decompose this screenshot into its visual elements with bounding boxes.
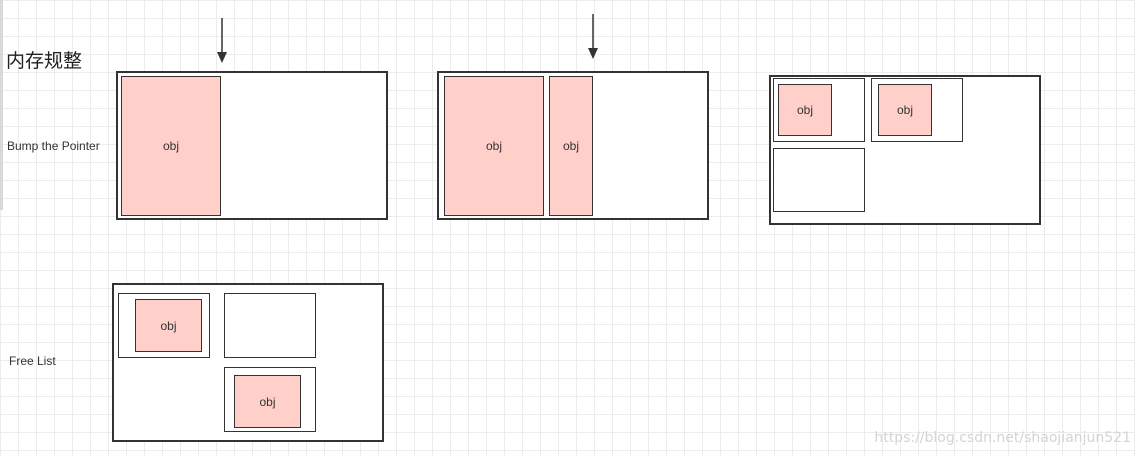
obj-label: obj — [485, 139, 502, 153]
label-bump-the-pointer: Bump the Pointer — [7, 139, 100, 153]
obj-block: obj — [444, 76, 544, 216]
memory-slot-empty — [224, 293, 316, 358]
obj-label: obj — [896, 103, 913, 117]
obj-label: obj — [160, 318, 177, 333]
obj-block: obj — [778, 84, 832, 136]
obj-block: obj — [121, 76, 221, 216]
obj-label: obj — [562, 139, 579, 153]
memory-slot-empty — [773, 148, 865, 212]
watermark: https://blog.csdn.net/shaojianjun521 — [874, 430, 1131, 446]
obj-block: obj — [234, 375, 301, 428]
canvas-edge — [0, 0, 3, 210]
diagram-title: 内存规整 — [6, 50, 83, 72]
label-free-list: Free List — [9, 354, 56, 368]
pointer-arrow-icon — [588, 14, 598, 59]
obj-block: obj — [135, 299, 202, 352]
obj-block: obj — [878, 84, 932, 136]
obj-label: obj — [162, 139, 179, 153]
pointer-arrow-icon — [217, 18, 227, 63]
obj-label: obj — [796, 103, 813, 117]
obj-label: obj — [259, 394, 276, 409]
obj-block: obj — [549, 76, 593, 216]
